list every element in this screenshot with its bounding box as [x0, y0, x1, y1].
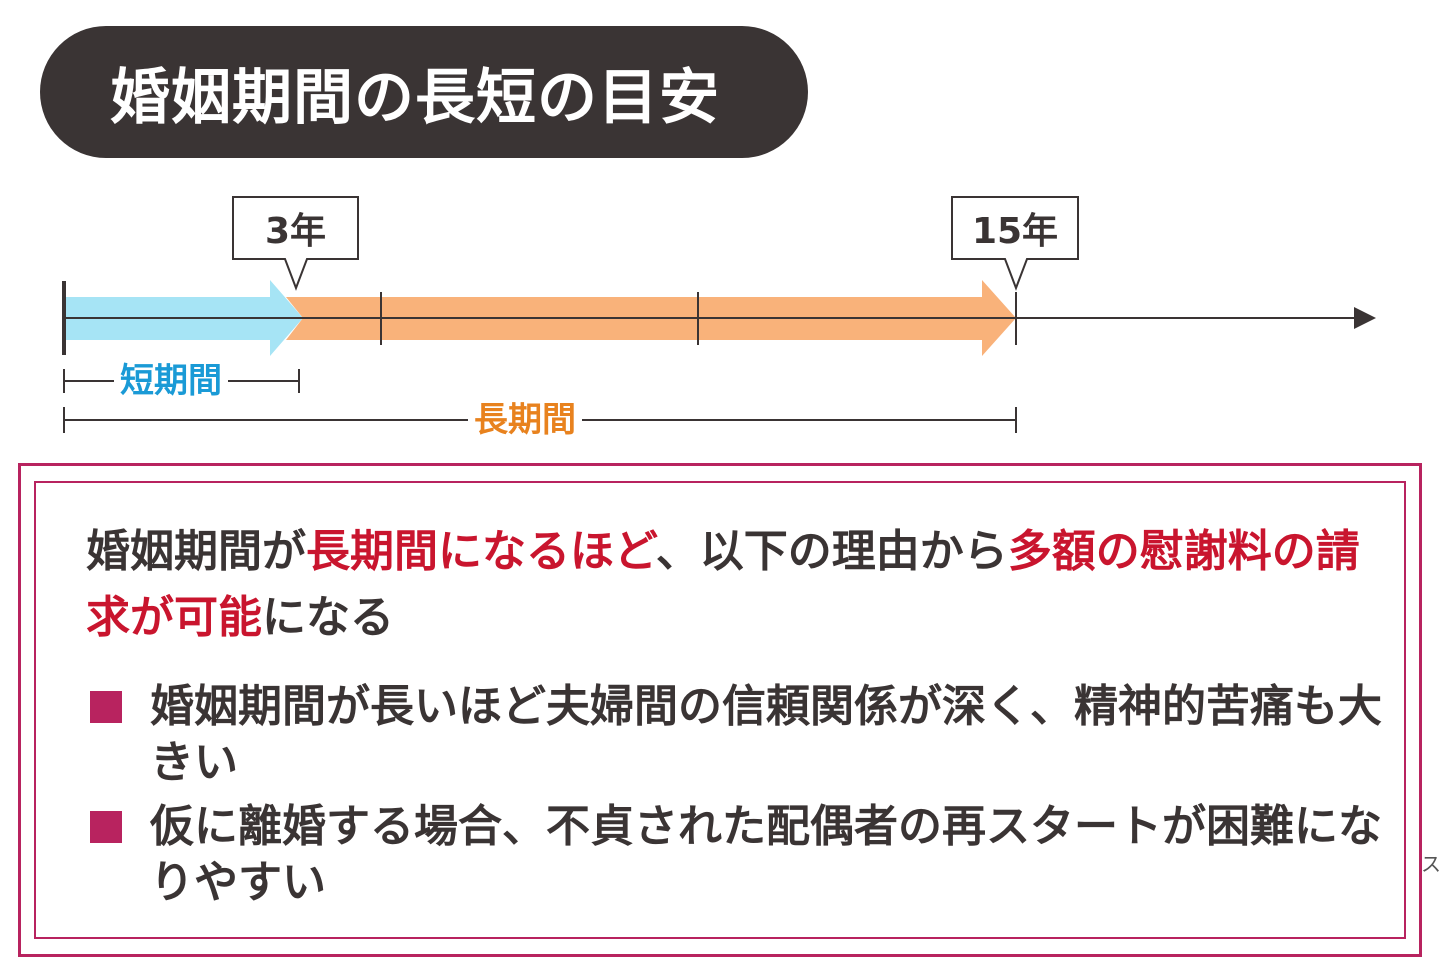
reason-item: 婚姻期間が長いほど夫婦間の信頼関係が深く、精神的苦痛も大きい — [86, 679, 1396, 791]
summary-part: 、以下の理由から — [655, 526, 1008, 577]
marker-15-years-label: 15年 — [971, 211, 1059, 252]
reason-list: 婚姻期間が長いほど夫婦間の信頼関係が深く、精神的苦痛も大きい 仮に離婚する場合、… — [86, 679, 1396, 919]
explanation-inner-frame: 婚姻期間が長期間になるほど、以下の理由から多額の慰謝料の請求が可能になる 婚姻期… — [34, 481, 1406, 939]
long-period-label: 長期間 — [468, 403, 582, 437]
summary-part: 婚姻期間が — [86, 526, 306, 577]
square-bullet-icon — [90, 691, 122, 723]
summary-highlight: 長期間になるほど — [306, 526, 656, 577]
edge-glyph: ス — [1421, 852, 1440, 876]
marker-3-years-label: 3年 — [264, 211, 327, 252]
short-period-label: 短期間 — [114, 364, 228, 398]
explanation-box: 婚姻期間が長期間になるほど、以下の理由から多額の慰謝料の請求が可能になる 婚姻期… — [18, 463, 1422, 957]
reason-text: 婚姻期間が長いほど夫婦間の信頼関係が深く、精神的苦痛も大きい — [150, 681, 1382, 788]
summary-highlight: 多額の慰謝料の請求が可能 — [86, 526, 1360, 643]
callout-15-years — [951, 196, 1079, 291]
summary-part: になる — [262, 592, 394, 643]
page-title: 婚姻期間の長短の目安 — [110, 62, 720, 133]
timeline-axis-arrowhead — [1354, 307, 1376, 329]
summary-text: 婚姻期間が長期間になるほど、以下の理由から多額の慰謝料の請求が可能になる — [86, 519, 1386, 651]
callout-3-years — [232, 196, 359, 291]
reason-item: 仮に離婚する場合、不貞された配偶者の再スタートが困難になりやすい — [86, 799, 1396, 911]
square-bullet-icon — [90, 811, 122, 843]
title-banner: 婚姻期間の長短の目安 — [40, 26, 808, 158]
reason-text: 仮に離婚する場合、不貞された配偶者の再スタートが困難になりやすい — [150, 801, 1382, 908]
